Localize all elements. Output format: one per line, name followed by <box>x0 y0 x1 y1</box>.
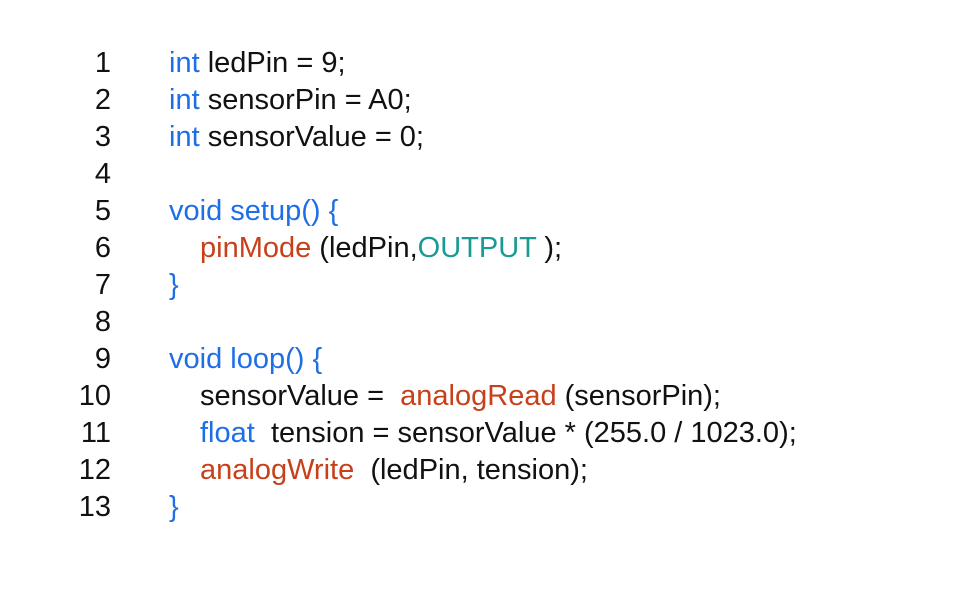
code-token-keyword: int <box>169 121 200 153</box>
line-number: 6 <box>94 232 111 264</box>
code-token-keyword: void loop() { <box>169 343 323 375</box>
line-number: 7 <box>94 269 111 301</box>
code-token-func: analogWrite <box>200 454 355 486</box>
code-token-keyword: int <box>169 84 200 116</box>
code-token-plain: tension = sensorValue * (255.0 / 1023.0)… <box>254 417 797 449</box>
line-code: void loop() { <box>169 341 322 378</box>
code-token-plain: sensorPin = A0; <box>199 84 412 116</box>
code-line: 1 int ledPin = 9; <box>0 45 973 82</box>
code-line: 13} <box>0 489 973 526</box>
line-number: 3 <box>94 121 111 153</box>
line-code: analogWrite (ledPin, tension); <box>200 452 588 489</box>
line-number: 9 <box>94 343 111 375</box>
code-token-plain: (ledPin, <box>311 232 418 264</box>
code-token-keyword: } <box>169 491 179 523</box>
code-token-plain: sensorValue = <box>200 380 401 412</box>
code-listing: 1 int ledPin = 9; 2 int sensorPin = A0; 3 int… <box>0 45 973 526</box>
code-token-func: analogRead <box>400 380 557 412</box>
line-code: sensorValue = analogRead (sensorPin); <box>200 378 721 415</box>
code-line: 10 sensorValue = analogRead (sensorPin); <box>0 378 973 415</box>
code-line: 2 int sensorPin = A0; <box>0 82 973 119</box>
code-token-func: pinMode <box>200 232 312 264</box>
line-code: } <box>169 489 179 526</box>
line-code: pinMode (ledPin,OUTPUT ); <box>200 230 562 267</box>
code-token-plain: (ledPin, tension); <box>354 454 588 486</box>
line-number: 4 <box>94 158 111 190</box>
code-line: 5 void setup() { <box>0 193 973 230</box>
code-line: 7} <box>0 267 973 304</box>
code-line: 6 pinMode (ledPin,OUTPUT ); <box>0 230 973 267</box>
line-number: 13 <box>78 491 111 523</box>
line-number: 2 <box>94 84 111 116</box>
line-number: 8 <box>94 306 111 338</box>
code-line: 3 int sensorValue = 0; <box>0 119 973 156</box>
line-code: float tension = sensorValue * (255.0 / 1… <box>200 415 797 452</box>
code-token-keyword: void setup() { <box>169 195 339 227</box>
line-code: int sensorPin = A0; <box>169 82 412 119</box>
code-line: 12 analogWrite (ledPin, tension); <box>0 452 973 489</box>
code-token-keyword: } <box>169 269 179 301</box>
line-number: 11 <box>80 417 111 449</box>
code-line: 9 void loop() { <box>0 341 973 378</box>
line-code: int sensorValue = 0; <box>169 119 424 156</box>
code-token-plain: ); <box>536 232 563 264</box>
line-number: 12 <box>78 454 111 486</box>
code-token-plain: (sensorPin); <box>556 380 721 412</box>
code-line: 11 float tension = sensorValue * (255.0 /… <box>0 415 973 452</box>
line-number: 5 <box>94 195 111 227</box>
code-token-keyword: int <box>169 47 200 79</box>
line-code: } <box>169 267 179 304</box>
code-token-const: OUTPUT <box>417 232 537 264</box>
code-token-plain: sensorValue = 0; <box>199 121 424 153</box>
code-token-keyword: float <box>200 417 255 449</box>
line-number: 10 <box>78 380 111 412</box>
code-line: 8 <box>0 304 973 341</box>
code-token-plain: ledPin = 9; <box>199 47 346 79</box>
line-code: int ledPin = 9; <box>169 45 346 82</box>
line-number: 1 <box>94 47 111 79</box>
line-code: void setup() { <box>169 193 338 230</box>
code-line: 4 <box>0 156 973 193</box>
